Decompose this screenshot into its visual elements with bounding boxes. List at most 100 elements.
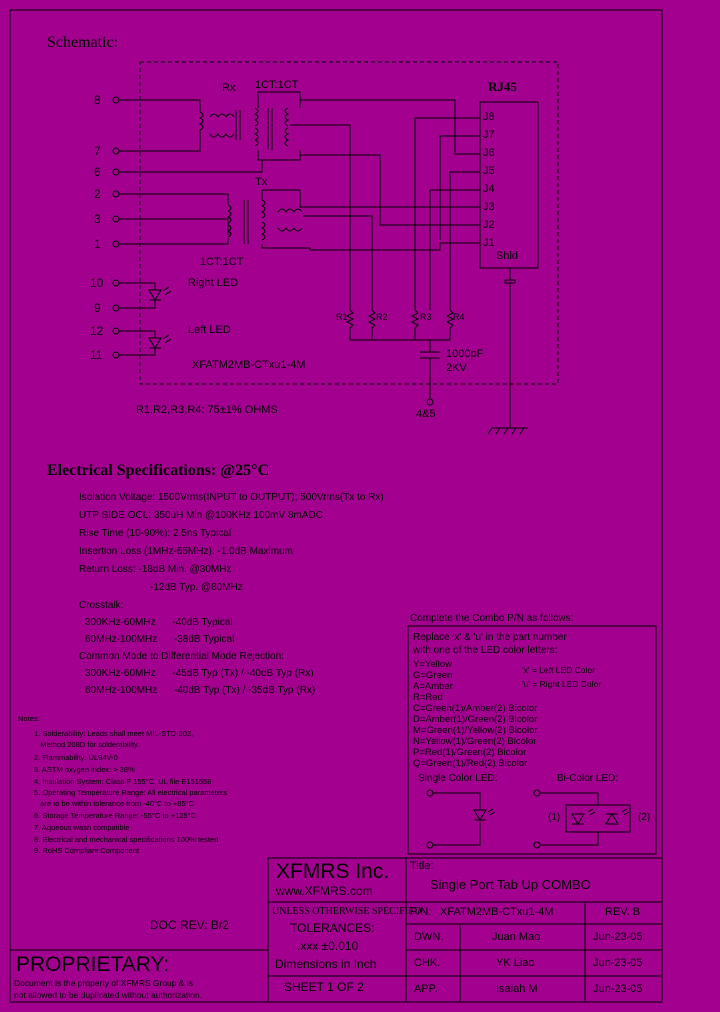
doc-title: Single Port Tab Up COMBO	[430, 877, 591, 892]
color-q: Q=Green(1)/Red(2) Bicolor	[413, 758, 528, 769]
company-name: XFMRS Inc.	[276, 860, 390, 883]
color-n: N=Yellow(1)/Green(2) Bicolor	[413, 736, 537, 747]
rj45-pin-shld: Shld	[496, 250, 519, 262]
color-y: Y=Yellow	[413, 659, 452, 670]
spec-cmdm-1: 300KHz-60MHz -45dB Typ (Tx) / -40dB Typ …	[85, 668, 314, 679]
doc-rev: DOC REV: B/2	[150, 918, 229, 932]
note-2: 2. Flammability: UL94V-0	[34, 753, 118, 762]
pn-value: XFATM2MB-CTxu1-4M	[440, 906, 554, 918]
u-note: 'u' = Right LED Color	[522, 679, 602, 689]
rj45-pin-j3: J3	[483, 201, 495, 213]
spec-insertion-loss: Insertion Loss (1MHz-65MHz): -1.0dB Maxi…	[79, 546, 293, 557]
resistor-r1: R1	[336, 312, 348, 322]
pin-label-1: 1	[94, 237, 101, 251]
single-led-label: Single Color LED:	[418, 773, 498, 784]
combo-intro-1: Replace 'x' & 'u' in the part number	[413, 632, 567, 643]
pin-label-12: 12	[90, 324, 104, 338]
pin-label-3: 3	[94, 212, 101, 226]
note-4: 4. Insulation System: Class F 155°C, UL …	[34, 777, 212, 786]
spec-isolation: Isolation Voltage: 1500Vrms(INPUT to OUT…	[79, 492, 384, 503]
gnd-pins-label: 4&5	[416, 408, 436, 420]
chk-date: Jun-23-05	[593, 957, 643, 969]
ct-top-label: 1CT:1CT	[255, 79, 299, 91]
color-d: D=Amber(1)/Green(2) Bicolor	[413, 714, 538, 725]
schematic-heading: Schematic:	[47, 34, 119, 51]
spec-return-loss: Return Loss: -18dB Min. @30MHz	[79, 564, 232, 575]
resistor-r2: R2	[376, 312, 388, 322]
company-website: www.XFMRS.com	[276, 884, 373, 898]
title-label: Title:	[410, 860, 434, 872]
pin-label-11: 11	[90, 348, 103, 362]
chk-name: YK Liao	[496, 957, 535, 969]
rj45-label: RJ45	[488, 79, 517, 94]
bi-led-2: (2)	[638, 812, 651, 823]
pn-label: P/N:	[410, 906, 432, 918]
left-led-label: Left LED	[188, 324, 231, 336]
spec-return-loss-2: -12dB Typ. @80MHz	[150, 582, 243, 593]
rj45-pin-j7: J7	[483, 129, 495, 141]
pin-label-7: 7	[94, 144, 101, 158]
x-note: 'x' = Left LED Color	[522, 665, 595, 675]
rx-label: Rx	[222, 82, 236, 94]
app-name: Isaiah M	[496, 983, 538, 995]
tolerance-heading: UNLESS OTHERWISE SPECIFIED	[272, 906, 422, 917]
color-m: M=Green(1)/Yellow(2) Bicolor	[413, 725, 538, 736]
app-label: APP.	[414, 983, 438, 995]
resistor-r4: R4	[453, 312, 465, 322]
color-p: P=Red(1)/Green(2) Bicolor	[413, 747, 527, 758]
proprietary-text-1: Document is the property of XFMRS Group …	[14, 978, 194, 988]
note-5b: are to be within tolerance from -40°C to…	[34, 799, 195, 808]
cap-value: 1000pF	[446, 348, 484, 360]
note-3: 3. ASTM oxygen index: > 28%	[34, 765, 135, 774]
note-6: 6. Storage Temperature Range: -55°C to +…	[34, 811, 196, 820]
spec-ocl: UTP SIDE OCL: 350uH Min @100KHz 100mV 8m…	[79, 510, 323, 521]
rj45-pin-j2: J2	[483, 219, 495, 231]
proprietary-text-2: not allowed to be duplicated without aut…	[14, 990, 203, 1000]
rj45-pin-j6: J6	[483, 147, 495, 159]
note-7: 7. Aqueous wash compatible	[34, 823, 130, 832]
dimensions-note: Dimensions in Inch	[275, 957, 377, 971]
spec-crosstalk: Crosstalk:	[79, 600, 124, 611]
app-date: Jun-23-05	[593, 983, 643, 995]
proprietary-heading: PROPRIETARY:	[16, 953, 170, 976]
pin-label-2: 2	[94, 187, 101, 201]
bi-led-1: (1)	[548, 812, 561, 823]
dwn-label: DWN.	[414, 931, 444, 943]
note-1: 1. Solderability: Leads shall meet MIL-S…	[34, 729, 194, 738]
rj45-pin-j8: J8	[483, 111, 495, 123]
rj45-pin-j4: J4	[483, 183, 495, 195]
pin-label-8: 8	[94, 93, 101, 107]
pin-label-6: 6	[94, 165, 101, 179]
note-5: 5. Operating Temperature Range: All elec…	[34, 788, 228, 797]
spec-cmdm-2: 60MHz-100MHz -40dB Typ (Tx) / -35dB Typ …	[85, 685, 316, 696]
color-c: C=Green(1)/Amber(2) Bicolor	[413, 703, 538, 714]
cap-voltage: 2KV	[446, 362, 467, 374]
color-a: A=Amber	[413, 681, 453, 692]
right-led-label: Right LED	[188, 277, 239, 289]
combo-heading: Complete the Combo P/N as follows:	[410, 613, 574, 624]
spec-cmdm: Common Mode to Differential Mode Rejecti…	[79, 651, 284, 662]
combo-intro-2: with one of the LED color letters:	[413, 645, 558, 656]
dwn-name: Juan Mao	[492, 931, 541, 943]
note-8: 8. Electrical and mechanical specificati…	[34, 835, 219, 844]
tolerance-value: .xxx ±0.010	[297, 939, 359, 953]
note-9: 9. RoHS Compliant Component	[34, 846, 140, 855]
color-r: R=Red	[413, 692, 443, 703]
model-label: XFATM2MB-CTxu1-4M	[192, 359, 306, 371]
chk-label: CHK.	[414, 957, 441, 969]
spec-crosstalk-2: 60MHz-100MHz -38dB Typical	[85, 634, 235, 645]
note-1b: Method 208D for solderability.	[34, 740, 140, 749]
rev-label: REV. B	[605, 906, 641, 918]
spec-rise-time: Rise Time (10-90%): 2.5ns Typical	[79, 528, 232, 539]
pin-label-9: 9	[94, 301, 101, 315]
combo-color-list: Y=Yellow G=Green A=Amber R=Red C=Green(1…	[413, 659, 538, 769]
tx-label: Tx	[255, 176, 268, 188]
pin-label-10: 10	[90, 276, 104, 290]
tolerance-label: TOLERANCES:	[290, 921, 375, 935]
electrical-heading: Electrical Specifications: @25°C	[47, 462, 270, 479]
rj45-pin-j5: J5	[483, 165, 495, 177]
color-g: G=Green	[413, 670, 453, 681]
dwn-date: Jun-23-05	[593, 931, 643, 943]
bi-led-label: Bi-Color LED:	[557, 773, 619, 784]
